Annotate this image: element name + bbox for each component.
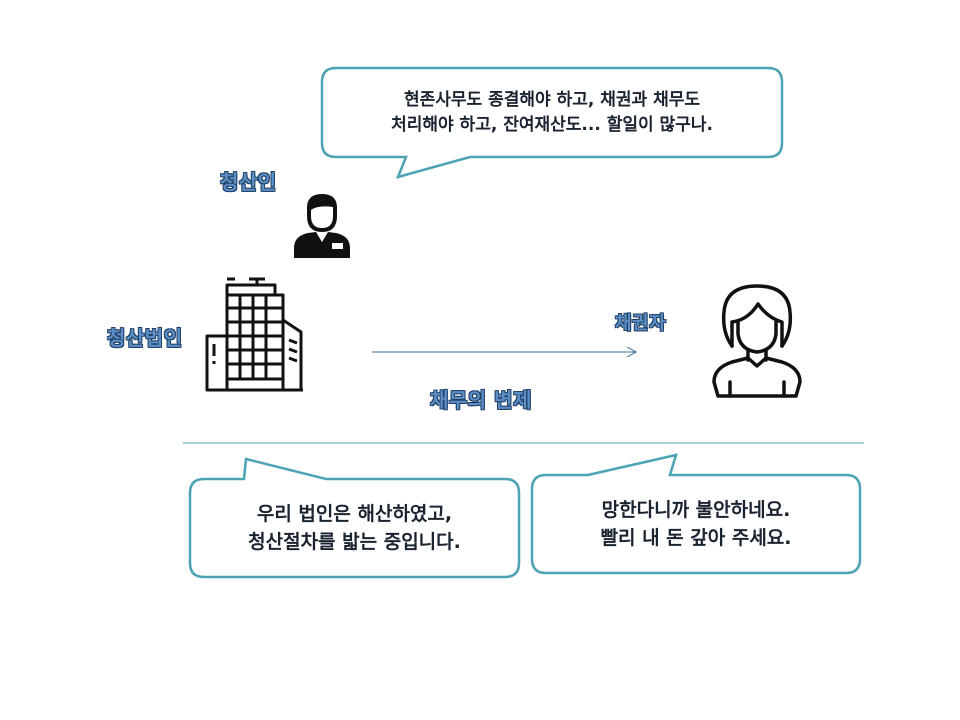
bottom-left-speech-bubble <box>188 457 521 579</box>
businessman-icon <box>294 194 350 258</box>
repayment-label: 채무의 변제 <box>430 388 532 412</box>
top-bubble-text: 현존사무도 종결해야 하고, 채권과 채무도 처리해야 하고, 잔여재산도...… <box>391 90 713 135</box>
corporation-label: 청산법인 <box>107 326 183 350</box>
top-speech-bubble <box>320 66 784 179</box>
arrow-head <box>626 346 638 358</box>
office-building-icon <box>205 277 303 392</box>
woman-icon <box>712 284 802 398</box>
bottom-right-bubble-text: 망한다니까 불안하네요. 빨리 내 돈 갚아 주세요. <box>600 498 792 549</box>
creditor-label: 채권자 <box>615 313 667 334</box>
liquidator-label: 청산인 <box>220 170 277 194</box>
bottom-left-bubble-text: 우리 법인은 해산하였고, 청산절차를 밟는 중입니다. <box>248 502 461 553</box>
bottom-right-speech-bubble <box>530 453 862 575</box>
